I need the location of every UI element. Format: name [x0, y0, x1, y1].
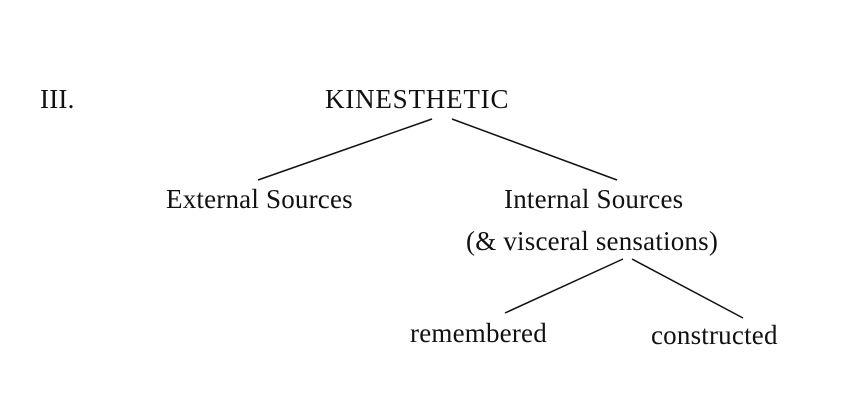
- node-constructed: constructed: [651, 320, 778, 350]
- node-external-sources: External Sources: [166, 184, 353, 214]
- edge-internal-to-remembered: [504, 258, 624, 314]
- node-internal-sources-sublabel: (& visceral sensations): [466, 226, 719, 256]
- edge-root-to-external: [257, 118, 433, 181]
- section-numeral: III.: [40, 84, 75, 114]
- root-node-kinesthetic: KINESTHETIC: [325, 84, 510, 114]
- node-internal-sources: Internal Sources: [504, 184, 684, 214]
- node-remembered: remembered: [410, 318, 547, 348]
- edge-root-to-internal: [451, 118, 618, 181]
- edge-internal-to-constructed: [631, 258, 744, 319]
